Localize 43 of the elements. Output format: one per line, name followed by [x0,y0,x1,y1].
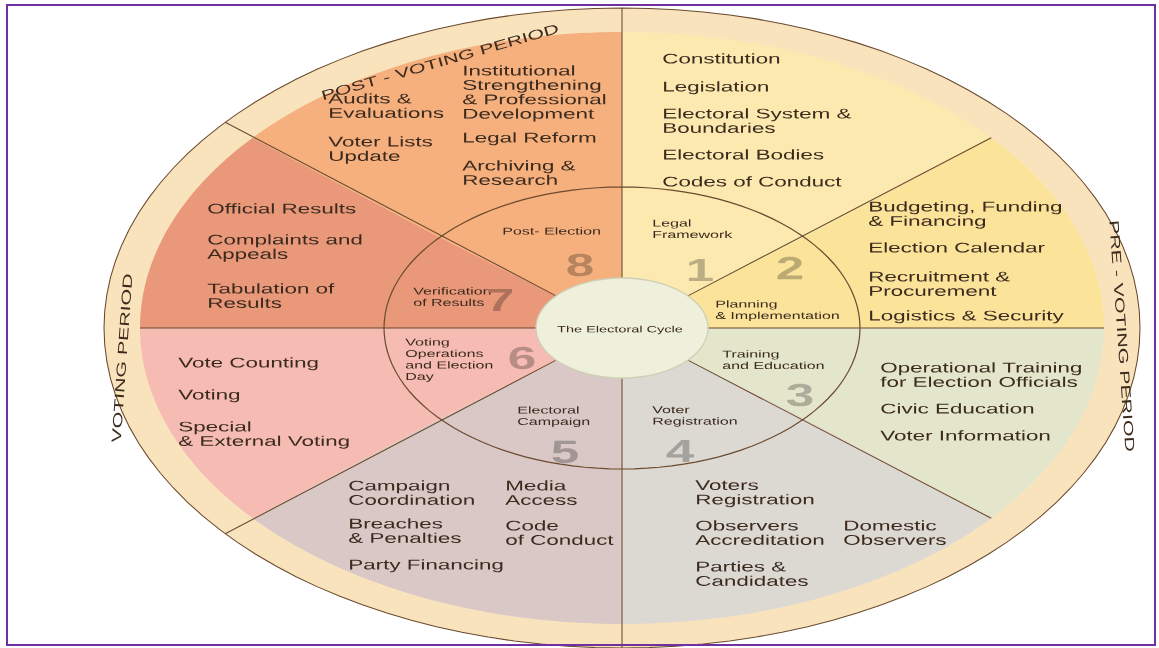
item-text: Electoral System & Boundaries [664,108,852,133]
sector-label: Planning & Implementation [715,300,839,322]
item-text: Voters Registration [695,480,814,508]
sector-label: Voter Registration [652,406,737,427]
item-text: Complaints and Appeals [207,234,362,262]
item-text: Code of Conduct [506,520,614,545]
item-text: Legal Reform [464,132,596,146]
item-text: Logistics & Security [870,310,1064,324]
item-text: Breaches & Penalties [349,518,461,543]
item-text: Constitution [663,53,780,64]
sector-label: Training and Education [722,350,824,370]
sector-label: Post- Election [503,227,600,235]
item-text: Official Results [208,203,356,214]
period-label: VOTING PERIOD [111,274,132,443]
item-text: Special & External Voting [179,421,349,449]
item-text: Domestic Observers [844,520,946,545]
item-text: Civic Education [881,403,1034,414]
sector-label: Legal Framework [653,219,733,239]
item-text: Budgeting, Funding & Financing [869,201,1062,229]
sector-number: 3 [786,383,813,407]
item-text: Archiving & Research [462,160,576,185]
item-text: Election Calendar [870,242,1045,253]
period-label: PRE - VOTING PERIOD [1109,221,1135,451]
item-text: Electoral Bodies [664,149,824,160]
item-text: Parties & Candidates [696,561,808,586]
item-text: Vote Counting [178,357,318,371]
item-text: Tabulation of Results [207,283,335,308]
item-text: Voter Information [880,430,1050,441]
item-text: Observers Accreditation [695,520,824,545]
sector-number: 8 [567,253,593,277]
sector-label: Electoral Campaign [518,406,590,428]
sector-number: 6 [509,346,535,370]
sector-number: 2 [777,256,803,280]
item-text: Campaign Coordination [349,480,474,505]
item-text: Codes of Conduct [663,176,842,187]
item-text: Legislation [664,81,768,95]
sector-label: Voting Operations and Election Day [405,338,493,382]
item-text: Operational Training for Election Officials [880,362,1081,387]
item-text: Voting [178,389,240,403]
item-text: Party Financing [350,559,503,573]
item-text: Media Access [505,480,577,505]
item-text: Voter Lists Update [328,136,433,164]
item-text: Recruitment & Procurement [870,271,1010,296]
